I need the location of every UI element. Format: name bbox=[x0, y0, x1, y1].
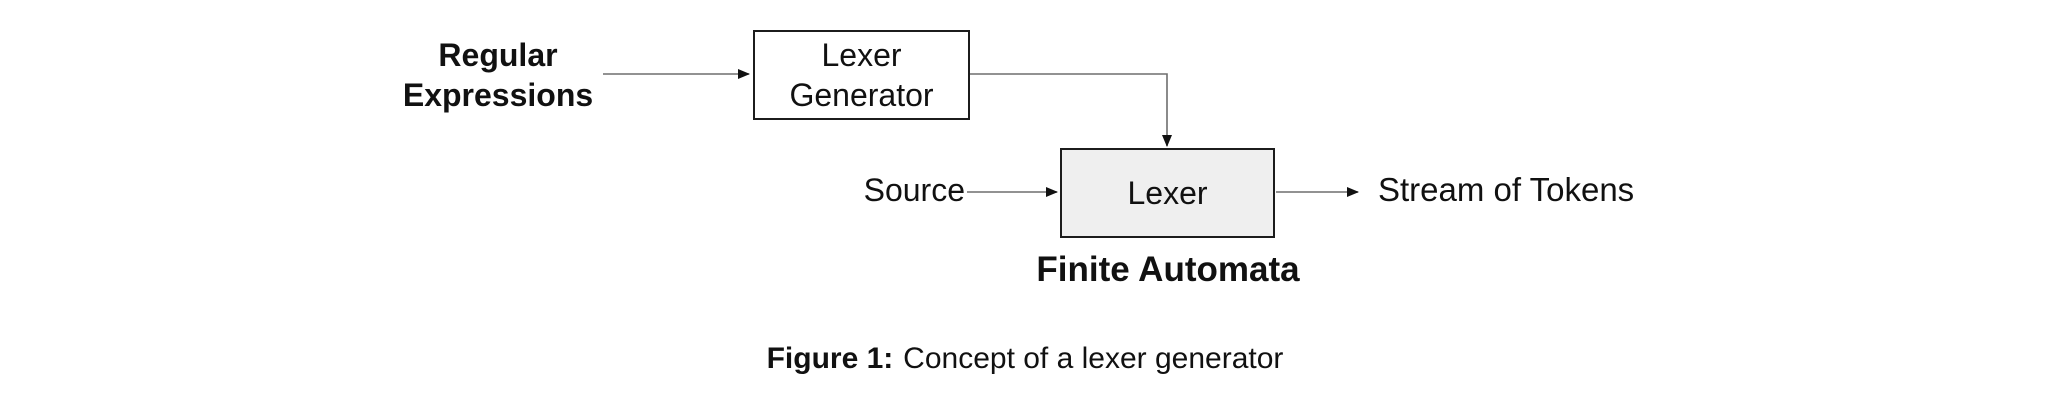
stream-of-tokens-label: Stream of Tokens bbox=[1378, 171, 1635, 208]
caption-text: Concept of a lexer generator bbox=[903, 342, 1284, 375]
regular-expressions-line1: Regular bbox=[438, 37, 558, 73]
lexer-generator-label-line2: Generator bbox=[789, 77, 934, 113]
lexer-box: Lexer bbox=[1060, 148, 1275, 238]
regular-expressions-label: Regular Expressions bbox=[377, 35, 619, 115]
lexer-generator-box: Lexer Generator bbox=[753, 30, 970, 120]
regular-expressions-line2: Expressions bbox=[402, 77, 594, 113]
lexer-box-label: Lexer bbox=[1127, 175, 1208, 211]
lexer-generator-label-line1: Lexer bbox=[821, 37, 902, 73]
source-label: Source bbox=[863, 172, 965, 208]
connector-generator-to-lexer bbox=[970, 73, 1172, 147]
caption-prefix: Figure 1: bbox=[766, 342, 894, 375]
figure-caption: Figure 1: Concept of a lexer generator bbox=[0, 340, 2050, 378]
finite-automata-label: Finite Automata bbox=[1036, 250, 1300, 289]
